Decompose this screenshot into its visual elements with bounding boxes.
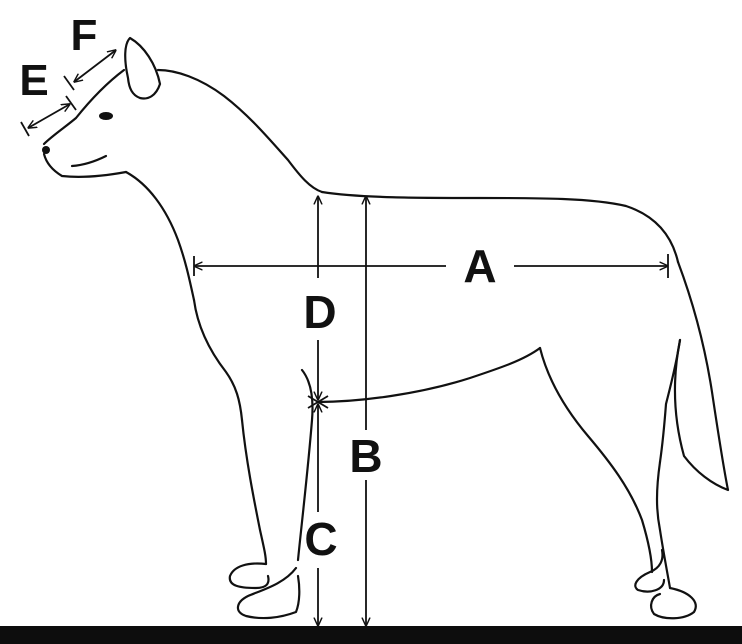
dog-rear-leg	[655, 460, 672, 590]
dog-tail	[674, 260, 730, 492]
dog-eye	[99, 112, 113, 120]
dog-front-leg	[240, 418, 268, 566]
dog-muzzle-top	[42, 68, 126, 146]
dog-ear	[124, 36, 162, 100]
measurement-arrows	[20, 50, 669, 626]
arrow-e-tick-right	[65, 95, 77, 111]
dog-mouth	[70, 154, 108, 168]
dog-rear-inner	[538, 346, 654, 574]
dog-neck-front	[124, 170, 196, 302]
ground-line	[0, 626, 742, 644]
label-c: C	[304, 513, 337, 565]
label-f: F	[71, 11, 98, 60]
dog-head-top	[156, 68, 324, 194]
dog-front-leg-back	[296, 368, 314, 562]
dog-belly	[316, 346, 542, 404]
dog-outline-icon	[42, 36, 730, 620]
dog-haunch	[658, 338, 682, 464]
label-b: B	[349, 430, 382, 482]
label-e: E	[19, 56, 48, 105]
arrow-f-tick-left	[63, 75, 75, 91]
dog-front-foot-front	[236, 566, 301, 620]
arrow-e-tick-left	[20, 121, 30, 137]
label-d: D	[303, 286, 336, 338]
dog-rear-foot-front	[634, 548, 666, 593]
dog-rear-foot-back	[650, 586, 697, 620]
arrow-e	[28, 104, 70, 128]
dog-front-foot-back	[228, 562, 270, 590]
dog-back	[320, 190, 680, 264]
elbow-mark-2	[307, 395, 329, 409]
dog-muzzle-bottom	[42, 152, 128, 178]
label-a: A	[463, 240, 496, 292]
dog-nose	[42, 146, 50, 154]
measurement-labels: A B C D E F	[19, 11, 496, 565]
dog-chest	[192, 298, 244, 422]
arrow-f	[74, 50, 116, 82]
